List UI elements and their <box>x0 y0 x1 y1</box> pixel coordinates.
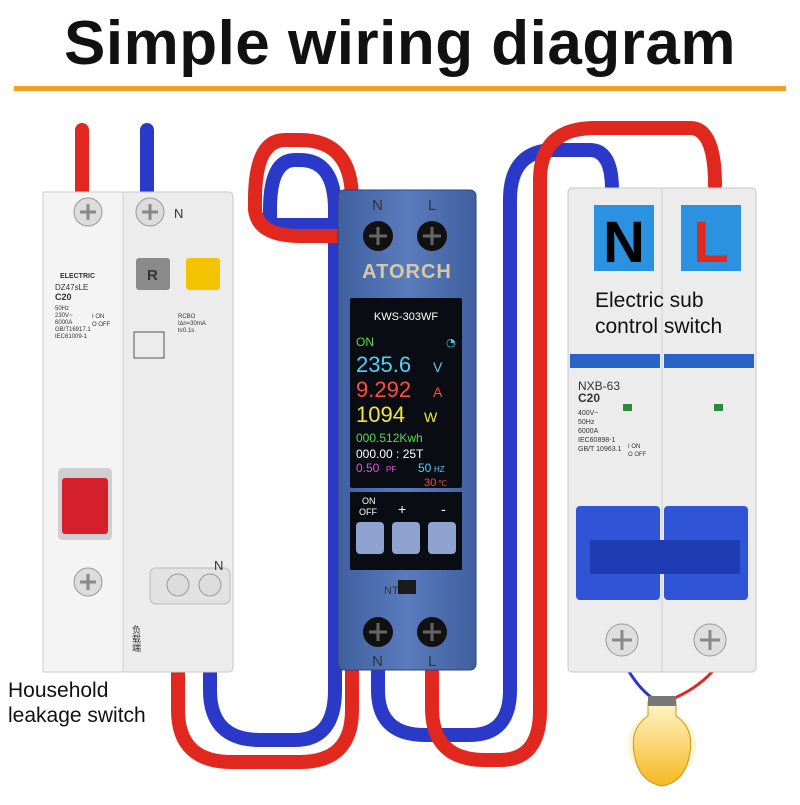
screen-timer: 000.00 : 25T <box>356 447 424 461</box>
wifi-icon: ◔ <box>446 336 456 349</box>
leakage-test-button[interactable] <box>136 258 170 290</box>
spec-line: 6000A <box>55 320 72 326</box>
page-title: Simple wiring diagram <box>64 9 736 78</box>
spec-line: 50Hz <box>55 306 69 312</box>
neutral-loop-bottom-left <box>203 153 385 747</box>
screen-temp: 30 <box>424 477 436 489</box>
terminal-screw-icon <box>198 573 222 597</box>
sub-model: NXB-63 <box>578 379 620 393</box>
live-loop-right <box>425 121 722 767</box>
sub-control-switch: N L NXB-63 C20 400V~ 50Hz 6000A IEC60898-1G… <box>567 187 757 673</box>
spec-line: RCBO <box>178 314 196 320</box>
btn-on-label: ON <box>362 496 376 506</box>
spec-line: IEC61009-1 <box>55 334 88 340</box>
bulb-lead-red <box>668 670 714 702</box>
sub-n-label: N <box>603 210 645 275</box>
title-underline <box>14 86 786 91</box>
spec-line: 230V~ <box>55 313 73 319</box>
meter-minus-button[interactable] <box>428 522 456 554</box>
leakage-top-n-label: N <box>174 206 183 221</box>
spec-line: 6000A <box>578 428 599 435</box>
spec-line: 50Hz <box>578 419 595 426</box>
spec-line: 400V~ <box>578 410 598 417</box>
meter-top-l: L <box>428 197 436 214</box>
screen-voltage-unit: V <box>433 359 443 375</box>
light-bulb-icon <box>628 696 696 787</box>
screen-current: 9.292 <box>356 377 411 402</box>
leakage-on-label: I ON <box>92 314 104 320</box>
sub-spec-list: 400V~ 50Hz 6000A IEC60898-1GB/T 10963.1 <box>578 410 622 453</box>
neutral-loop-right <box>371 143 619 742</box>
house-caption-line2: leakage switch <box>8 704 146 727</box>
spec-line: IEC60898-1 <box>578 437 615 444</box>
meter-onoff-button[interactable] <box>356 522 384 554</box>
btn-minus-label: - <box>441 501 446 517</box>
spec-line: GB/T 10963.1 <box>578 446 622 453</box>
meter-brand: ATORCH <box>362 261 452 283</box>
leakage-load-label: 负载端 <box>131 624 141 653</box>
screen-on: ON <box>356 335 374 349</box>
sub-l-label: L <box>693 210 728 275</box>
atorch-meter: N L ATORCH KWS-303WF ON ◔ 235.6 V 9.292 … <box>337 189 477 671</box>
screen-pf-unit: PF <box>386 465 396 474</box>
leakage-bottom-n-label: N <box>214 558 223 573</box>
test-button-label: R <box>147 267 158 284</box>
screen-power: 1094 <box>356 402 405 427</box>
btn-plus-label: + <box>398 501 406 517</box>
sub-rating: C20 <box>578 391 600 405</box>
sub-switch-caption: Electric sub control switch <box>595 288 722 340</box>
meter-top-n: N <box>372 197 383 214</box>
screen-temp-unit: ℃ <box>438 479 447 488</box>
household-leakage-switch: N ELECTRIC DZ47sLE C20 50Hz230V~6000AGB/… <box>42 191 234 673</box>
screen-energy: 000.512Kwh <box>356 431 423 445</box>
live-loop-bottom-left <box>171 133 437 769</box>
house-caption-line1: Household <box>8 679 109 702</box>
leakage-toggle-lever[interactable] <box>62 478 108 534</box>
screen-voltage: 235.6 <box>356 352 411 377</box>
sub-toggle-lever[interactable] <box>590 540 740 574</box>
spec-line: GB/T16917.1 <box>55 327 91 333</box>
sub-on-label: I ON <box>628 444 640 450</box>
leakage-off-label: O OFF <box>92 322 111 328</box>
leakage-switch-caption: Household leakage switch <box>8 678 146 728</box>
leakage-reset-button[interactable] <box>186 258 220 290</box>
meter-plus-button[interactable] <box>392 522 420 554</box>
leakage-model: DZ47sLE <box>55 283 88 292</box>
sub-caption-line1: Electric sub <box>595 289 704 312</box>
screen-freq-unit: HZ <box>434 465 445 474</box>
spec-line: I∆n=30mA <box>178 320 206 327</box>
terminal-screw-icon <box>166 573 190 597</box>
wiring <box>75 121 722 769</box>
leakage-brand: ELECTRIC <box>60 273 95 280</box>
meter-model: KWS-303WF <box>374 311 438 323</box>
sub-off-label: O OFF <box>628 452 647 458</box>
spec-line: t≤0.1s <box>178 328 194 334</box>
screen-freq: 50 <box>418 461 432 475</box>
sub-caption-line2: control switch <box>595 315 723 338</box>
btn-off-label: OFF <box>359 507 377 517</box>
meter-bottom-n: N <box>372 653 383 670</box>
screen-pf: 0.50 <box>356 461 380 475</box>
meter-bottom-l: L <box>428 653 436 670</box>
screen-power-unit: W <box>424 409 438 425</box>
screen-current-unit: A <box>433 384 443 400</box>
leakage-rating: C20 <box>55 292 72 302</box>
bulb-lead-blue <box>626 668 657 702</box>
